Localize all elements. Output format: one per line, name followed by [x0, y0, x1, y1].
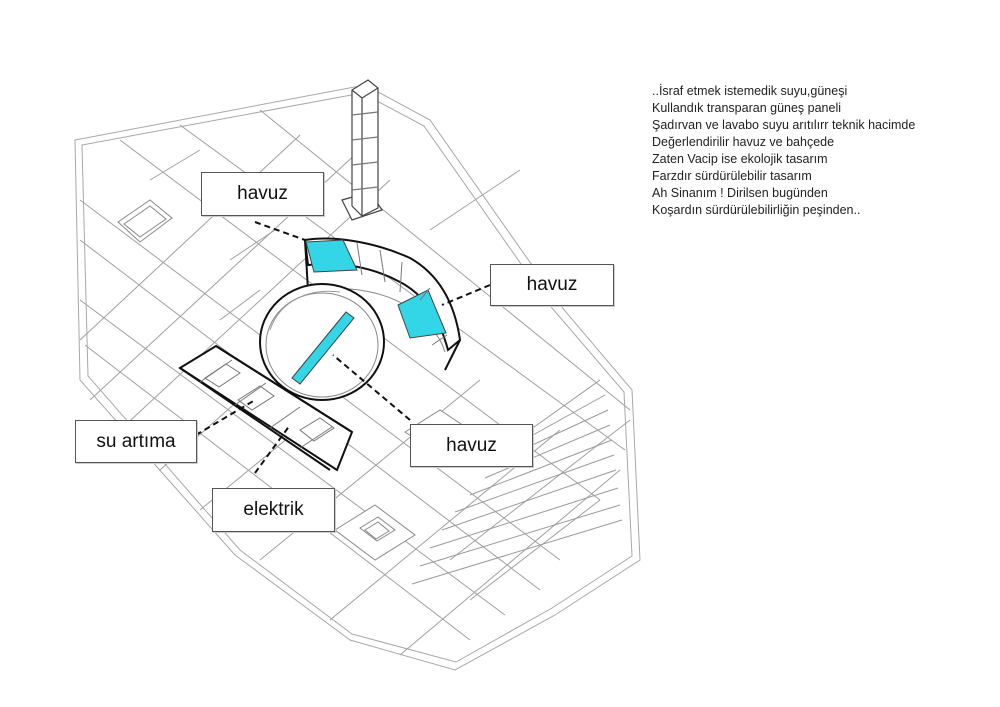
label-su-artima: su artıma	[75, 420, 197, 463]
leader-elektrik	[254, 424, 291, 474]
pool-top-left	[305, 239, 358, 273]
label-havuz-right: havuz	[490, 264, 614, 306]
poem-text: ..İsraf etmek istemedik suyu,güneşi Kull…	[652, 83, 992, 219]
poem-line: Zaten Vacip ise ekolojik tasarım	[652, 152, 828, 166]
round-courtyard	[259, 283, 385, 401]
site-boundary	[74, 84, 641, 671]
poem-line: Koşardın sürdürülebilirliğin peşinden..	[652, 203, 861, 217]
leader-havuz-right	[441, 284, 491, 306]
leader-havuz-bottom	[332, 354, 411, 421]
label-elektrik: elektrik	[212, 488, 335, 532]
arcade-ring	[303, 237, 462, 371]
leader-su-artima	[195, 399, 256, 436]
poem-line: Kullandık transparan güneş paneli	[652, 101, 842, 115]
pool-right	[397, 289, 447, 339]
poem-line: Şadırvan ve lavabo suyu arıtılırr teknik…	[652, 118, 916, 132]
poem-line: ..İsraf etmek istemedik suyu,güneşi	[652, 84, 848, 98]
label-havuz-top: havuz	[201, 172, 324, 216]
leader-havuz-top	[254, 221, 306, 241]
solar-panel-strip	[291, 311, 355, 385]
minaret	[341, 79, 383, 221]
technical-block	[178, 344, 354, 472]
poem-line: Değerlendirilir havuz ve bahçede	[652, 135, 835, 149]
poem-line: Ah Sinanım ! Dirilsen bugünden	[652, 186, 828, 200]
leader-lines	[195, 221, 491, 474]
parking-stripes	[411, 379, 623, 585]
poem-line: Farzdır sürdürülebilir tasarım	[652, 169, 812, 183]
label-havuz-bottom: havuz	[410, 424, 533, 467]
